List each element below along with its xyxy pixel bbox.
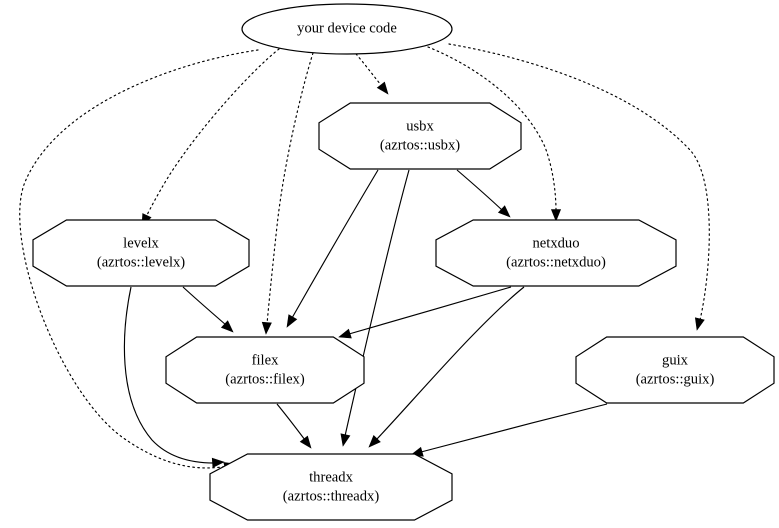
node-guix[interactable]: guix(azrtos::guix) <box>575 336 775 404</box>
edge-device-levelx <box>141 48 280 227</box>
edge-line <box>427 46 557 212</box>
edge-line <box>375 286 525 441</box>
edge-device-usbx <box>355 53 389 95</box>
edge-arrowhead <box>220 320 234 333</box>
edge-filex-threadx <box>276 403 312 449</box>
edge-arrowhead <box>286 314 298 328</box>
node-device[interactable]: your device code <box>241 3 453 55</box>
node-label-secondary: (azrtos::threadx) <box>283 488 380 504</box>
edge-line <box>348 286 512 335</box>
node-shape-octagon <box>435 219 677 287</box>
node-label-primary: filex <box>252 352 279 368</box>
node-netxduo[interactable]: netxduo(azrtos::netxduo) <box>435 219 677 287</box>
node-shape-octagon <box>209 453 453 521</box>
node-label-secondary: (azrtos::filex) <box>225 371 305 387</box>
nodes-layer: your device codeusbx(azrtos::usbx)levelx… <box>32 3 775 521</box>
edge-guix-threadx <box>410 403 608 457</box>
edge-line <box>276 403 306 441</box>
edge-arrowhead <box>299 435 312 449</box>
node-label-primary: levelx <box>123 235 159 251</box>
edge-arrowhead <box>497 205 511 218</box>
node-levelx[interactable]: levelx(azrtos::levelx) <box>32 219 250 287</box>
node-shape-octagon <box>32 219 250 287</box>
edge-arrowhead <box>550 209 562 222</box>
edge-arrowhead <box>368 435 381 448</box>
edge-usbx-threadx <box>340 169 410 447</box>
edge-device-netxduo <box>427 46 562 222</box>
node-label-secondary: (azrtos::guix) <box>636 371 715 387</box>
edge-line <box>266 52 314 325</box>
edge-line <box>182 286 227 326</box>
node-label-primary: guix <box>662 352 689 368</box>
edge-arrowhead <box>211 457 225 468</box>
edge-device-filex <box>261 52 314 335</box>
edge-line <box>448 43 710 321</box>
edge-line <box>456 169 503 211</box>
edge-levelx-threadx <box>123 286 225 468</box>
edge-usbx-netxduo <box>456 169 511 218</box>
node-threadx[interactable]: threadx(azrtos::threadx) <box>209 453 453 521</box>
edge-arrowhead <box>261 321 272 335</box>
node-label-primary: threadx <box>309 469 353 485</box>
edge-line <box>19 49 259 469</box>
edge-arrowhead <box>376 81 389 95</box>
edge-netxduo-threadx <box>368 286 525 448</box>
node-shape-octagon <box>165 336 365 404</box>
node-label-primary: usbx <box>406 118 434 134</box>
edges-layer <box>19 43 710 472</box>
edge-netxduo-filex <box>338 286 512 339</box>
node-label-primary: netxduo <box>532 235 579 251</box>
node-filex[interactable]: filex(azrtos::filex) <box>165 336 365 404</box>
edge-line <box>123 286 215 464</box>
edge-usbx-filex <box>286 169 379 328</box>
edge-device-guix <box>448 43 710 331</box>
node-usbx[interactable]: usbx(azrtos::usbx) <box>318 102 522 170</box>
edge-levelx-filex <box>182 286 234 333</box>
node-label-secondary: (azrtos::levelx) <box>97 254 185 270</box>
node-shape-octagon <box>575 336 775 404</box>
node-shape-octagon <box>318 102 522 170</box>
node-label-secondary: (azrtos::usbx) <box>380 137 460 153</box>
edge-arrowhead <box>340 433 351 447</box>
node-shape-ellipse <box>241 3 453 55</box>
edge-line <box>355 53 382 86</box>
edge-arrowhead <box>338 328 352 339</box>
node-label-primary: your device code <box>297 20 397 36</box>
node-label-secondary: (azrtos::netxduo) <box>506 254 606 270</box>
edge-line <box>420 403 608 453</box>
edge-line <box>291 169 379 319</box>
edge-arrowhead <box>694 317 705 331</box>
edge-line <box>145 48 280 218</box>
